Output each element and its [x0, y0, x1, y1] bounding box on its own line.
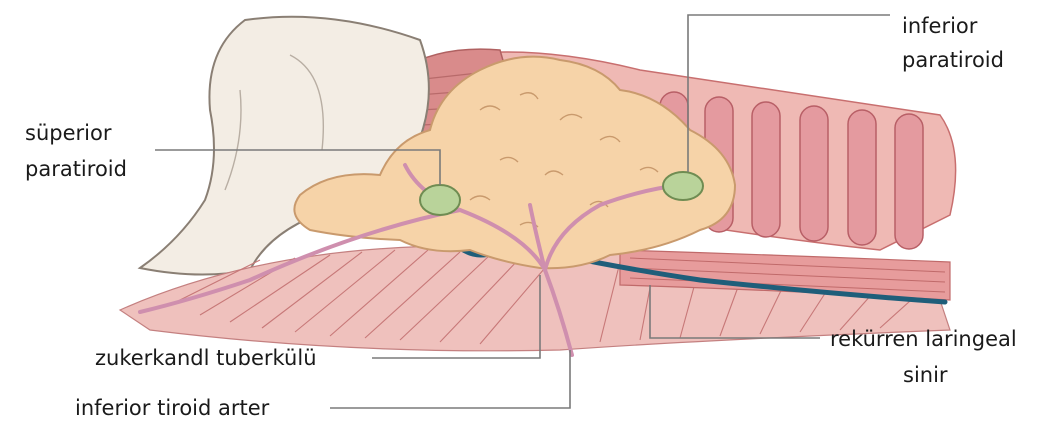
label-superior-parathyroid-line1: süperior: [25, 121, 112, 145]
superior-parathyroid-gland: [420, 185, 460, 215]
label-recurrent-laryngeal-line2: sinir: [903, 363, 948, 387]
label-inferior-parathyroid-line1: inferior: [902, 14, 978, 38]
label-recurrent-laryngeal-line1: rekürren laringeal: [830, 327, 1017, 351]
label-superior-parathyroid-line2: paratiroid: [25, 157, 127, 181]
label-inferior-parathyroid-line2: paratiroid: [902, 48, 1004, 72]
label-zuckerkandl: zukerkandl tuberkülü: [95, 346, 317, 370]
label-inferior-thyroid-artery: inferior tiroid arter: [75, 396, 270, 420]
inferior-parathyroid-gland: [663, 172, 703, 200]
